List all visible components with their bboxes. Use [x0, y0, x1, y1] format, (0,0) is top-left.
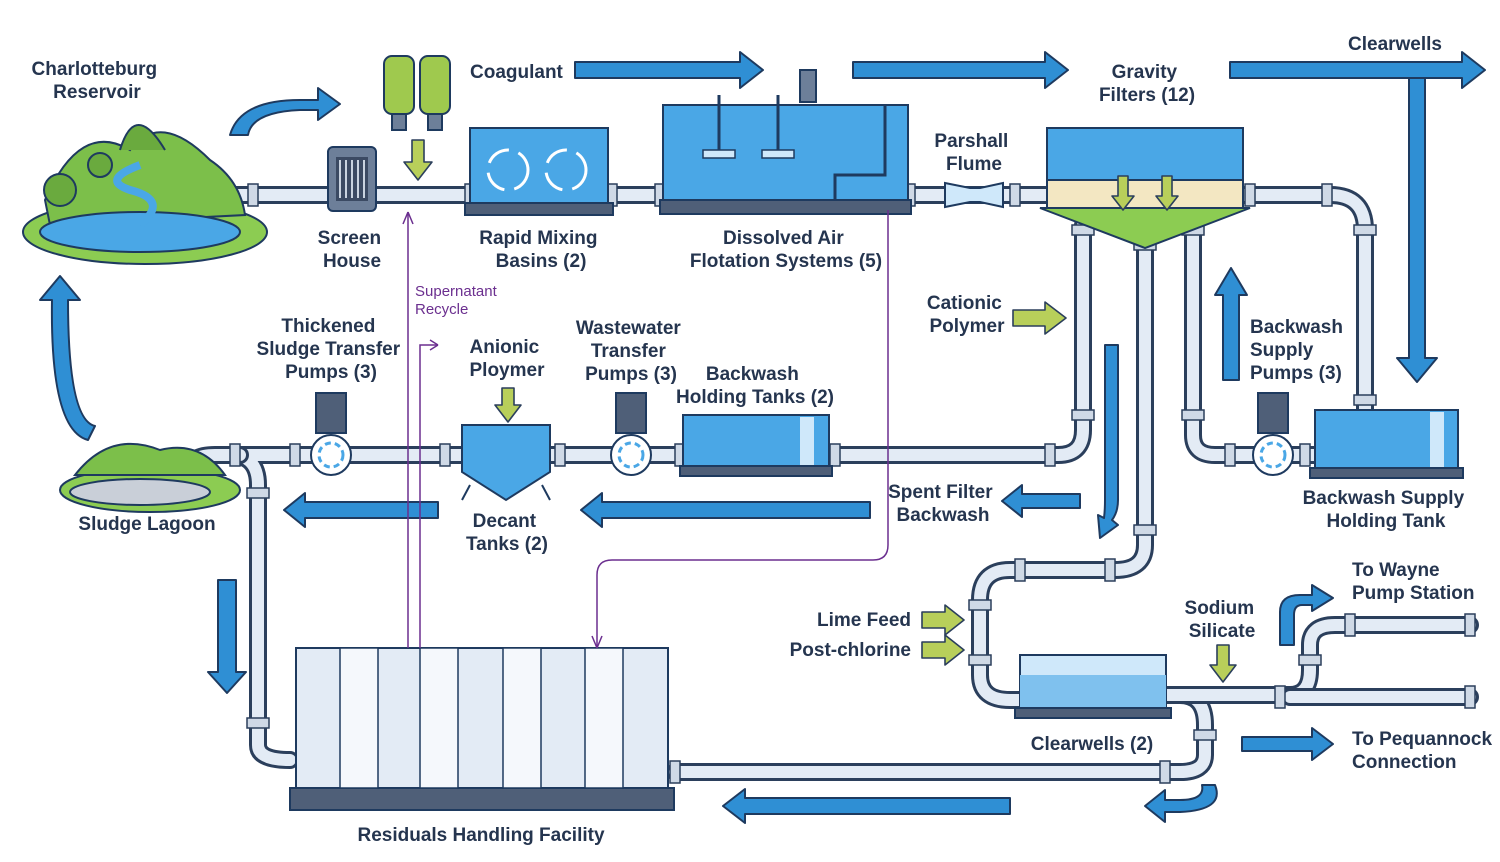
flow-arrow-down-to-tank [1396, 77, 1438, 383]
coagulant-dose-arrow [403, 139, 433, 181]
chemical-dose-arrows [403, 139, 1237, 683]
charlotteburg-reservoir [22, 124, 268, 265]
label-backwash-supply-tank: Backwash Supply Holding Tank [1303, 488, 1470, 532]
label-reservoir: Charlotteburg Reservoir [32, 59, 163, 103]
post-chlorine-arrow [921, 634, 965, 666]
flow-arrow-left-decant [283, 492, 439, 528]
flow-arrow-bottom-curve [1144, 784, 1218, 823]
cationic-polymer-arrow [1012, 301, 1067, 335]
clearwells-tank [1014, 654, 1172, 719]
label-screen-house: Screen House [318, 228, 387, 272]
flow-arrow-down-spent [1097, 344, 1119, 539]
label-clearwells-top: Clearwells [1348, 34, 1442, 55]
wastewater-transfer-pump [610, 392, 652, 476]
label-coagulant: Coagulant [470, 62, 564, 83]
flow-arrow-bottom-left [722, 788, 1011, 824]
flow-arrow-down-left [207, 579, 247, 694]
label-thickened-sludge-pumps: Thickened Sludge Transfer Pumps (3) [257, 316, 406, 383]
label-daf: Dissolved Air Flotation Systems (5) [690, 228, 882, 272]
flow-arrow-spent-filter [1001, 484, 1081, 518]
flow-arrow-lagoon-to-reservoir [39, 275, 96, 441]
flow-arrow-to-wayne [1279, 584, 1334, 646]
thickened-sludge-pump [310, 392, 352, 476]
label-backwash-holding-tanks: Backwash Holding Tanks (2) [676, 364, 834, 408]
residuals-handling-facility [289, 647, 675, 811]
flow-arrows [39, 51, 1486, 824]
backwash-supply-pump [1252, 392, 1294, 476]
label-to-pequannock: To Pequannock Connection [1352, 729, 1497, 773]
flow-arrow-clearwells-top [1229, 51, 1486, 89]
decant-tank [461, 424, 551, 502]
label-parshall-flume: Parshall Flume [934, 131, 1013, 175]
dissolved-air-flotation [659, 69, 912, 215]
label-sludge-lagoon: Sludge Lagoon [78, 514, 215, 535]
label-sodium-silicate: Sodium Silicate [1185, 598, 1260, 642]
gravity-filters [1039, 127, 1251, 250]
label-lime-feed: Lime Feed [817, 610, 911, 631]
label-wastewater-pumps: Wastewater Transfer Pumps (3) [576, 318, 686, 385]
screen-house [327, 146, 377, 212]
flow-arrow-reservoir-to-coagulant [229, 87, 341, 136]
label-residuals-facility: Residuals Handling Facility [357, 825, 604, 846]
anionic-polymer-arrow [494, 387, 522, 423]
label-spent-filter-backwash: Spent Filter Backwash [888, 482, 998, 526]
label-decant-tanks: Decant Tanks (2) [466, 511, 548, 555]
rapid-mixing-basins [464, 127, 614, 216]
label-rapid-mixing: Rapid Mixing Basins (2) [479, 228, 603, 272]
parshall-flume [944, 181, 1004, 209]
flow-arrow-daf-right [852, 51, 1069, 89]
flow-arrow-left-backwash [580, 492, 871, 528]
backwash-holding-tanks [679, 414, 833, 477]
flow-arrow-to-pequannock [1241, 727, 1334, 761]
supernatant-recycle-lines [402, 210, 889, 649]
backwash-supply-holding-tank [1309, 409, 1464, 479]
label-cationic-polymer: Cationic Polymer [927, 293, 1007, 337]
flow-arrow-up-backwash [1214, 267, 1248, 381]
label-clearwells: Clearwells (2) [1031, 734, 1154, 755]
pipe-couplings [229, 183, 1476, 784]
label-gravity-filters: Gravity Filters (12) [1099, 62, 1195, 106]
label-supernatant-recycle: Supernatant Recycle [415, 283, 501, 318]
coagulant-dosing-bottles [383, 55, 451, 131]
label-post-chlorine: Post-chlorine [790, 640, 911, 661]
label-backwash-supply-pumps: Backwash Supply Pumps (3) [1250, 317, 1348, 384]
label-to-wayne: To Wayne Pump Station [1352, 560, 1474, 604]
sludge-lagoon [59, 442, 241, 513]
sodium-silicate-arrow [1209, 644, 1237, 683]
lime-feed-arrow [921, 604, 965, 636]
diagram-labels: Charlotteburg Reservoir Coagulant Gravit… [32, 34, 1497, 846]
label-anionic-polymer: Anionic Ploymer [470, 337, 546, 381]
flow-arrow-coagulant-right [574, 51, 764, 89]
